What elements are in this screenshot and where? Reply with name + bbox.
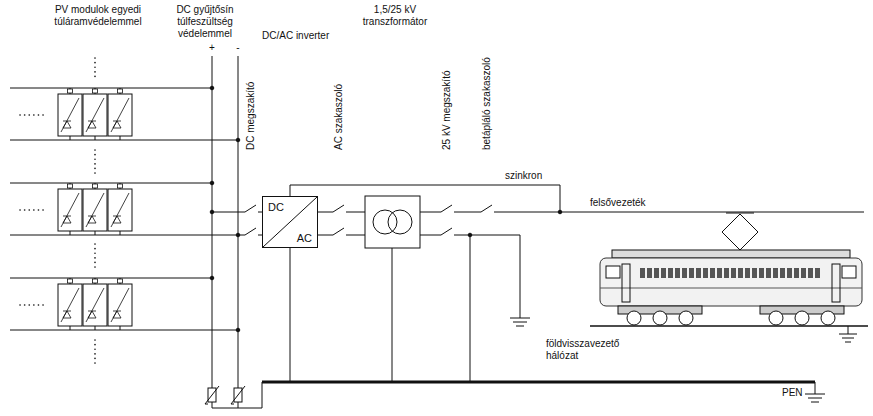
feeder-disconnector	[481, 205, 492, 212]
pv-module	[58, 88, 132, 330]
transformer-symbol	[365, 196, 420, 248]
inverter-box: DC AC	[262, 196, 318, 248]
return-line	[510, 235, 530, 326]
locomotive	[590, 213, 868, 342]
switch-label: DC megszakító	[245, 82, 257, 150]
ac-disconnector	[318, 205, 365, 235]
line-label: szinkron	[505, 170, 542, 182]
line-label: földvisszavezető hálózat	[546, 338, 638, 362]
junction-dot	[210, 86, 562, 332]
line-label: felsővezeték	[590, 197, 646, 209]
surge-arrester	[205, 382, 262, 408]
polarity-sign: -	[231, 42, 245, 54]
inverter-side-label: DC	[268, 201, 284, 213]
component-caption: DC gyűjtősín túlfeszültség védelemmel	[168, 4, 242, 40]
sync-line	[290, 185, 560, 212]
component-caption: DC/AC inverter	[262, 30, 329, 42]
component-caption: PV modulok egyedi túláramvédelemmel	[48, 4, 148, 28]
dc-breaker	[212, 205, 262, 235]
switch-label: AC szakaszoló	[333, 84, 345, 150]
pv-row	[10, 88, 238, 330]
polarity-sign: +	[205, 42, 219, 54]
catenary-wire	[494, 212, 864, 213]
inverter-side-label: AC	[297, 232, 312, 244]
hv-breaker	[420, 205, 520, 235]
continuation-dots	[20, 58, 95, 364]
bus-label: PEN	[782, 387, 803, 399]
component-caption: 1,5/25 kV transzformátor	[357, 4, 433, 28]
dc-busbar	[212, 56, 238, 388]
switch-label: 25 kV megszakító	[441, 71, 453, 150]
switch-label: betápláló szakaszoló	[481, 57, 493, 150]
diagonal-line	[263, 197, 317, 247]
